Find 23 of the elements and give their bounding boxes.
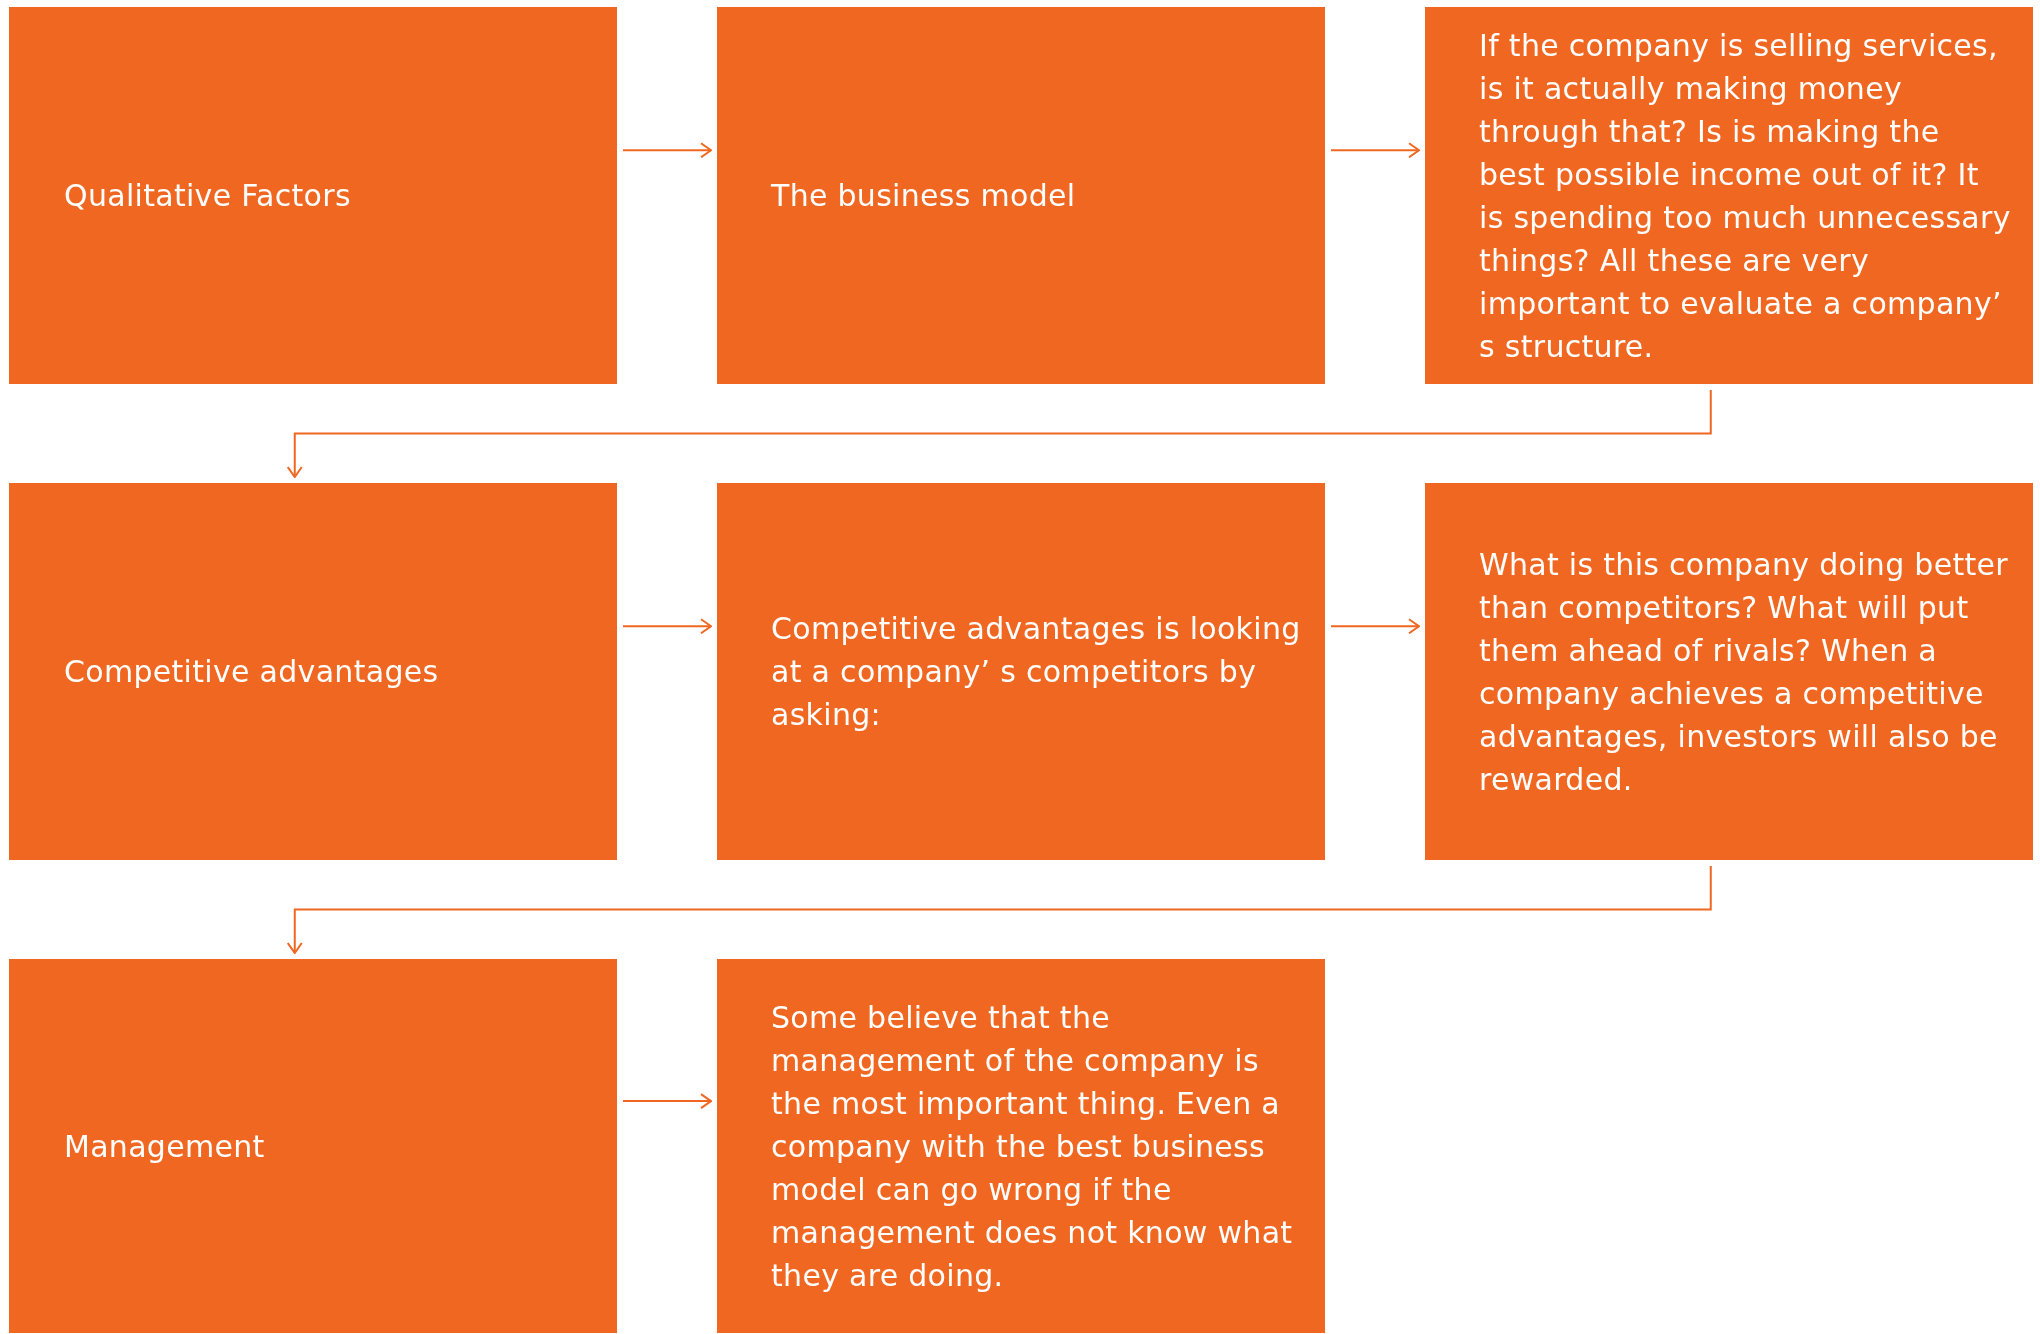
arrow (286, 389, 1712, 478)
box-text: If the company is selling services, is it actually making money through that? Is is making the best possible income out of it? It is spending too much unnecessary things? All these are very important to evaluate a company’ s structure. (1479, 26, 2011, 366)
process-box (1425, 7, 2033, 384)
process-box (9, 7, 617, 384)
arrow (622, 142, 712, 159)
box-text: Qualitative Factors (64, 177, 352, 215)
box-text: Some believe that the management of the company is the most important thing. Even a company with the best business model can go wrong if the management does not know what they are doing. (771, 998, 1294, 1295)
box-text: Management (64, 1127, 266, 1166)
process-box (1425, 483, 2033, 860)
arrow (1330, 618, 1420, 635)
arrow (286, 865, 1712, 954)
box-text: Competitive advantages (64, 653, 440, 691)
process-box (717, 483, 1325, 860)
box-text: The business model (771, 177, 1077, 215)
arrow (622, 1093, 712, 1110)
arrow (1330, 142, 1420, 159)
process-box (717, 7, 1325, 384)
process-box (717, 959, 1325, 1333)
arrow (622, 618, 712, 635)
box-text: What is this company doing better than competitors? What will put them ahead of rivals? When a company achieves a competitive advantages, investors will also be rewarded. (1479, 545, 2009, 799)
process-box (9, 483, 617, 860)
process-box (9, 959, 617, 1333)
box-text: Competitive advantages is looking at a company’ s competitors by asking: (771, 610, 1302, 734)
